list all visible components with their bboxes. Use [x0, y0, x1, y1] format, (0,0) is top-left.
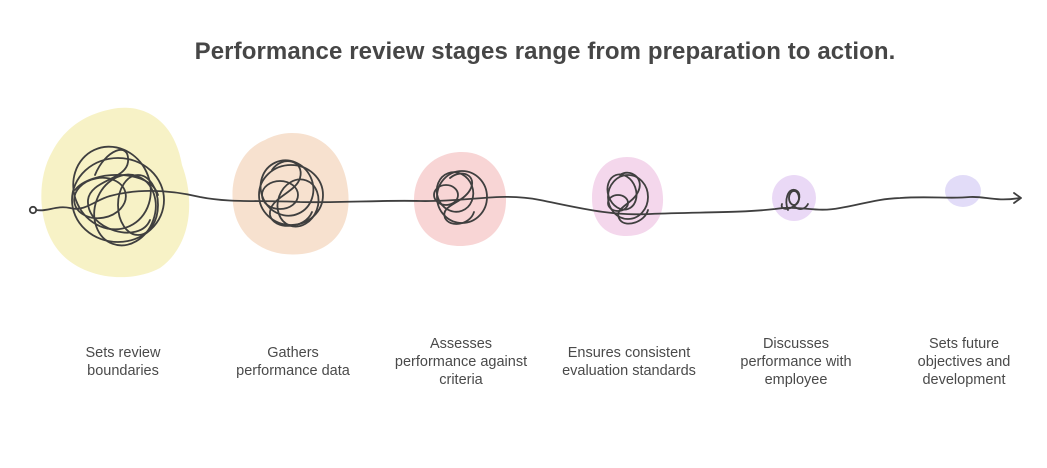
- flow-line: [35, 189, 1021, 216]
- stage-6-caption: Sets future objectives and development: [917, 336, 1011, 388]
- stage-5-tangle: [780, 188, 809, 211]
- stage-6-blob: [945, 175, 981, 207]
- stage-2-caption: Gathers performance data: [236, 345, 350, 379]
- stage-1-blob: [41, 107, 190, 278]
- stage-5-caption: Discusses performance with employee: [740, 336, 852, 388]
- stage-2-blob: [232, 133, 349, 255]
- stage-4-tangle: [606, 171, 649, 225]
- stage-1-tangle: [71, 145, 165, 247]
- stage-3-caption: Assesses performance against criteria: [394, 336, 528, 388]
- diagram-title: Performance review stages range from pre…: [194, 38, 896, 65]
- stage-2-tangle: [258, 159, 324, 228]
- flow-start-dot: [28, 205, 38, 215]
- stage-3-tangle: [433, 170, 488, 225]
- stage-4-caption: Ensures consistent evaluation standards: [562, 345, 696, 379]
- stage-5-blob: [772, 175, 816, 221]
- stage-blobs: [41, 107, 981, 278]
- flow-arrowhead: [1013, 192, 1022, 204]
- stage-1-caption: Sets review boundaries: [85, 345, 161, 379]
